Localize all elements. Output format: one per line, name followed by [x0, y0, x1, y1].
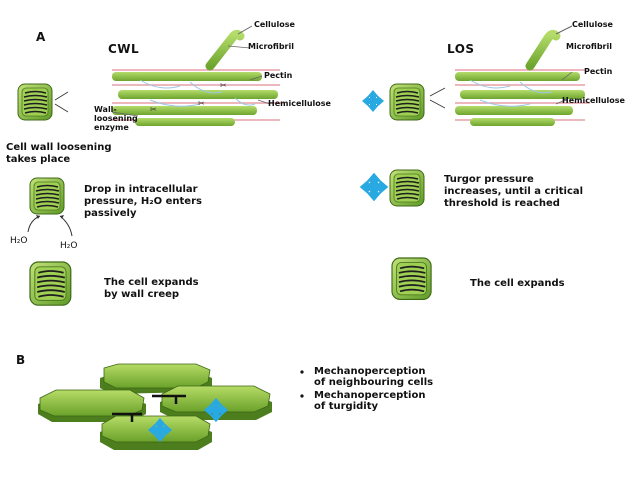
los-wall-network: [455, 25, 590, 126]
cwl-label-enzyme-2: loosening: [94, 114, 138, 123]
pressure-arrow-icon: [362, 90, 384, 112]
cwl-cell-3: [29, 261, 72, 307]
los-label-hemicellulose: Hemicellulose: [562, 96, 625, 105]
panel-b-letter: B: [16, 353, 26, 367]
los-label-microfibril: Microfibril: [566, 42, 612, 51]
los-label-pectin: Pectin: [584, 67, 613, 76]
cwl-wall-network: ✂ ✂ ✂: [111, 25, 285, 126]
cwl-label-microfibril: Microfibril: [248, 42, 294, 51]
los-step3: The cell expands: [470, 278, 565, 289]
bullet-1-line1: Mechanoperception: [314, 366, 426, 377]
cwl-title: CWL: [108, 42, 140, 56]
los-step2-line3: threshold is reached: [444, 198, 560, 209]
cwl-cell-1: [17, 83, 53, 121]
los-title: LOS: [447, 42, 475, 56]
bullet-dot: [300, 394, 304, 398]
water-arrow-icon: [59, 215, 73, 237]
cwl-step3-line1: The cell expands: [104, 277, 199, 288]
cwl-connector: [54, 91, 69, 113]
cwl-label-cellulose: Cellulose: [254, 20, 295, 29]
cwl-label-enzyme-1: Wall-: [94, 105, 117, 114]
los-cell-3: [391, 257, 432, 301]
cwl-step2-line1: Drop in intracellular: [84, 184, 198, 195]
los-step2-line2: increases, until a critical: [444, 186, 584, 197]
pressure-arrow-icon: [359, 172, 389, 202]
los-step2-line1: Turgor pressure: [444, 174, 534, 185]
los-connector: [429, 87, 446, 109]
water-label-1: H₂O: [10, 236, 28, 246]
bullet-2-line2: of turgidity: [314, 401, 379, 412]
bullet-dot: [300, 370, 304, 374]
svg-text:✂: ✂: [198, 99, 205, 108]
cwl-label-pectin: Pectin: [264, 71, 293, 80]
cwl-label-hemicellulose: Hemicellulose: [268, 99, 331, 108]
los-cell-2: [389, 169, 425, 207]
cwl-step1-line1: Cell wall loosening: [6, 142, 112, 153]
svg-text:✂: ✂: [150, 105, 157, 114]
panel-a-letter: A: [36, 30, 46, 44]
cwl-step3-line2: by wall creep: [104, 289, 180, 300]
svg-text:✂: ✂: [220, 81, 227, 90]
cwl-step2-line2: pressure, H₂O enters: [84, 196, 202, 207]
los-label-cellulose: Cellulose: [572, 20, 613, 29]
cwl-step2-line3: passively: [84, 208, 137, 219]
los-cell-1: [389, 83, 425, 121]
cwl-cell-2: [29, 177, 65, 215]
cwl-label-enzyme-3: enzyme: [94, 123, 129, 132]
bullet-1-line2: of neighbouring cells: [314, 377, 434, 388]
cwl-step1-line2: takes place: [6, 154, 71, 165]
bullet-2-line1: Mechanoperception: [314, 390, 426, 401]
water-label-2: H₂O: [60, 241, 78, 251]
panel-b-tissue: [38, 363, 272, 450]
